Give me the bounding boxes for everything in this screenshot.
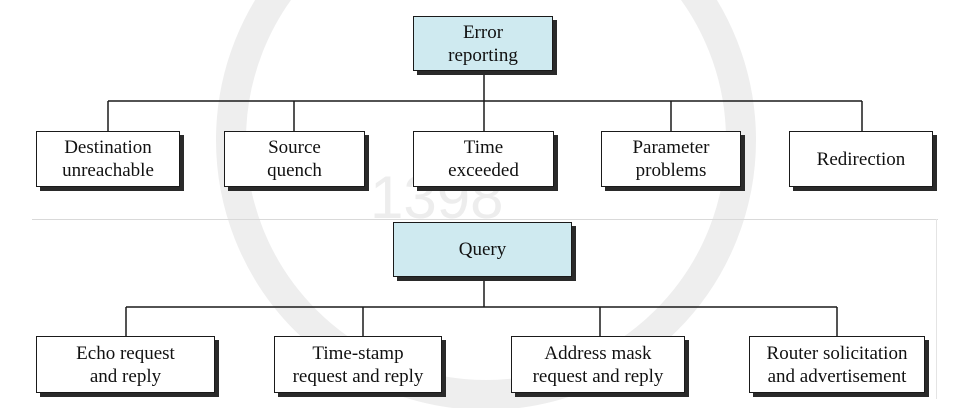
router-solicitation-label: Router solicitation and advertisement	[766, 342, 908, 387]
router-solicitation-box: Router solicitation and advertisement	[749, 336, 925, 393]
address-mask-request-label: Address mask request and reply	[532, 342, 664, 387]
time-exceeded-box: Time exceeded	[413, 131, 554, 187]
time-exceeded-label: Time exceeded	[448, 137, 519, 181]
destination-unreachable-label: Destination unreachable	[62, 137, 154, 181]
redirection-box: Redirection	[789, 131, 933, 187]
error-reporting-box: Error reporting	[413, 16, 553, 71]
source-quench-box: Source quench	[224, 131, 365, 187]
section-divider	[32, 219, 938, 220]
section-border-right	[936, 219, 937, 399]
error-reporting-label: Error reporting	[448, 21, 518, 66]
echo-request-box: Echo request and reply	[36, 336, 215, 393]
redirection-label: Redirection	[816, 148, 906, 170]
source-quench-label: Source quench	[267, 137, 322, 181]
time-stamp-request-label: Time-stamp request and reply	[292, 342, 424, 387]
parameter-problems-box: Parameter problems	[601, 131, 741, 187]
query-label: Query	[458, 239, 507, 260]
parameter-problems-label: Parameter problems	[632, 137, 710, 181]
query-box: Query	[393, 222, 572, 277]
address-mask-request-box: Address mask request and reply	[511, 336, 685, 393]
destination-unreachable-box: Destination unreachable	[36, 131, 180, 187]
echo-request-label: Echo request and reply	[76, 342, 175, 387]
time-stamp-request-box: Time-stamp request and reply	[274, 336, 442, 393]
